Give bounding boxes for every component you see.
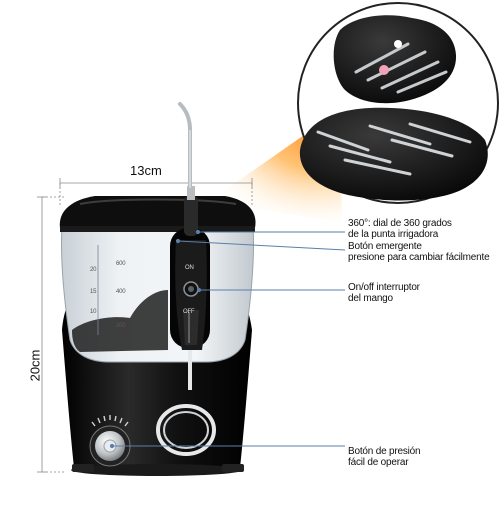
handle-on-label: ON xyxy=(185,265,194,271)
callout-subtitle: presione para cambiar fácilmente xyxy=(348,252,490,263)
height-dimension-label: 20cm xyxy=(27,349,43,382)
callout-title: Botón emergente xyxy=(348,241,422,252)
width-dimension-label: 13cm xyxy=(130,163,162,178)
tank-scale-left: 15 xyxy=(90,289,97,295)
height-dimension-line xyxy=(37,196,66,473)
tank-scale-right: 600 xyxy=(116,261,126,267)
hose xyxy=(156,350,216,456)
callout-title: 360°: dial de 360 grados xyxy=(348,218,452,229)
width-dimension-line xyxy=(59,178,253,205)
tip-storage-case xyxy=(297,2,499,204)
callout-title: On/off interruptor xyxy=(348,282,420,293)
tank-scale-right: 400 xyxy=(116,289,126,295)
tank-lid xyxy=(59,196,256,232)
callout-leaders xyxy=(109,229,346,449)
callout-title: Botón de presión xyxy=(348,446,421,457)
irrigator-handle xyxy=(170,186,210,350)
callout-subtitle: de la punta irrigadora xyxy=(348,229,439,240)
callout-subtitle: fácil de operar xyxy=(348,457,409,468)
tank-scale-right: 200 xyxy=(116,323,126,329)
tank-scale-left: 10 xyxy=(90,309,97,315)
nozzle-tip xyxy=(178,102,192,190)
handle-off-label: OFF xyxy=(183,309,195,315)
callout-subtitle: del mango xyxy=(348,293,393,304)
tank-scale-left: 20 xyxy=(90,267,97,273)
